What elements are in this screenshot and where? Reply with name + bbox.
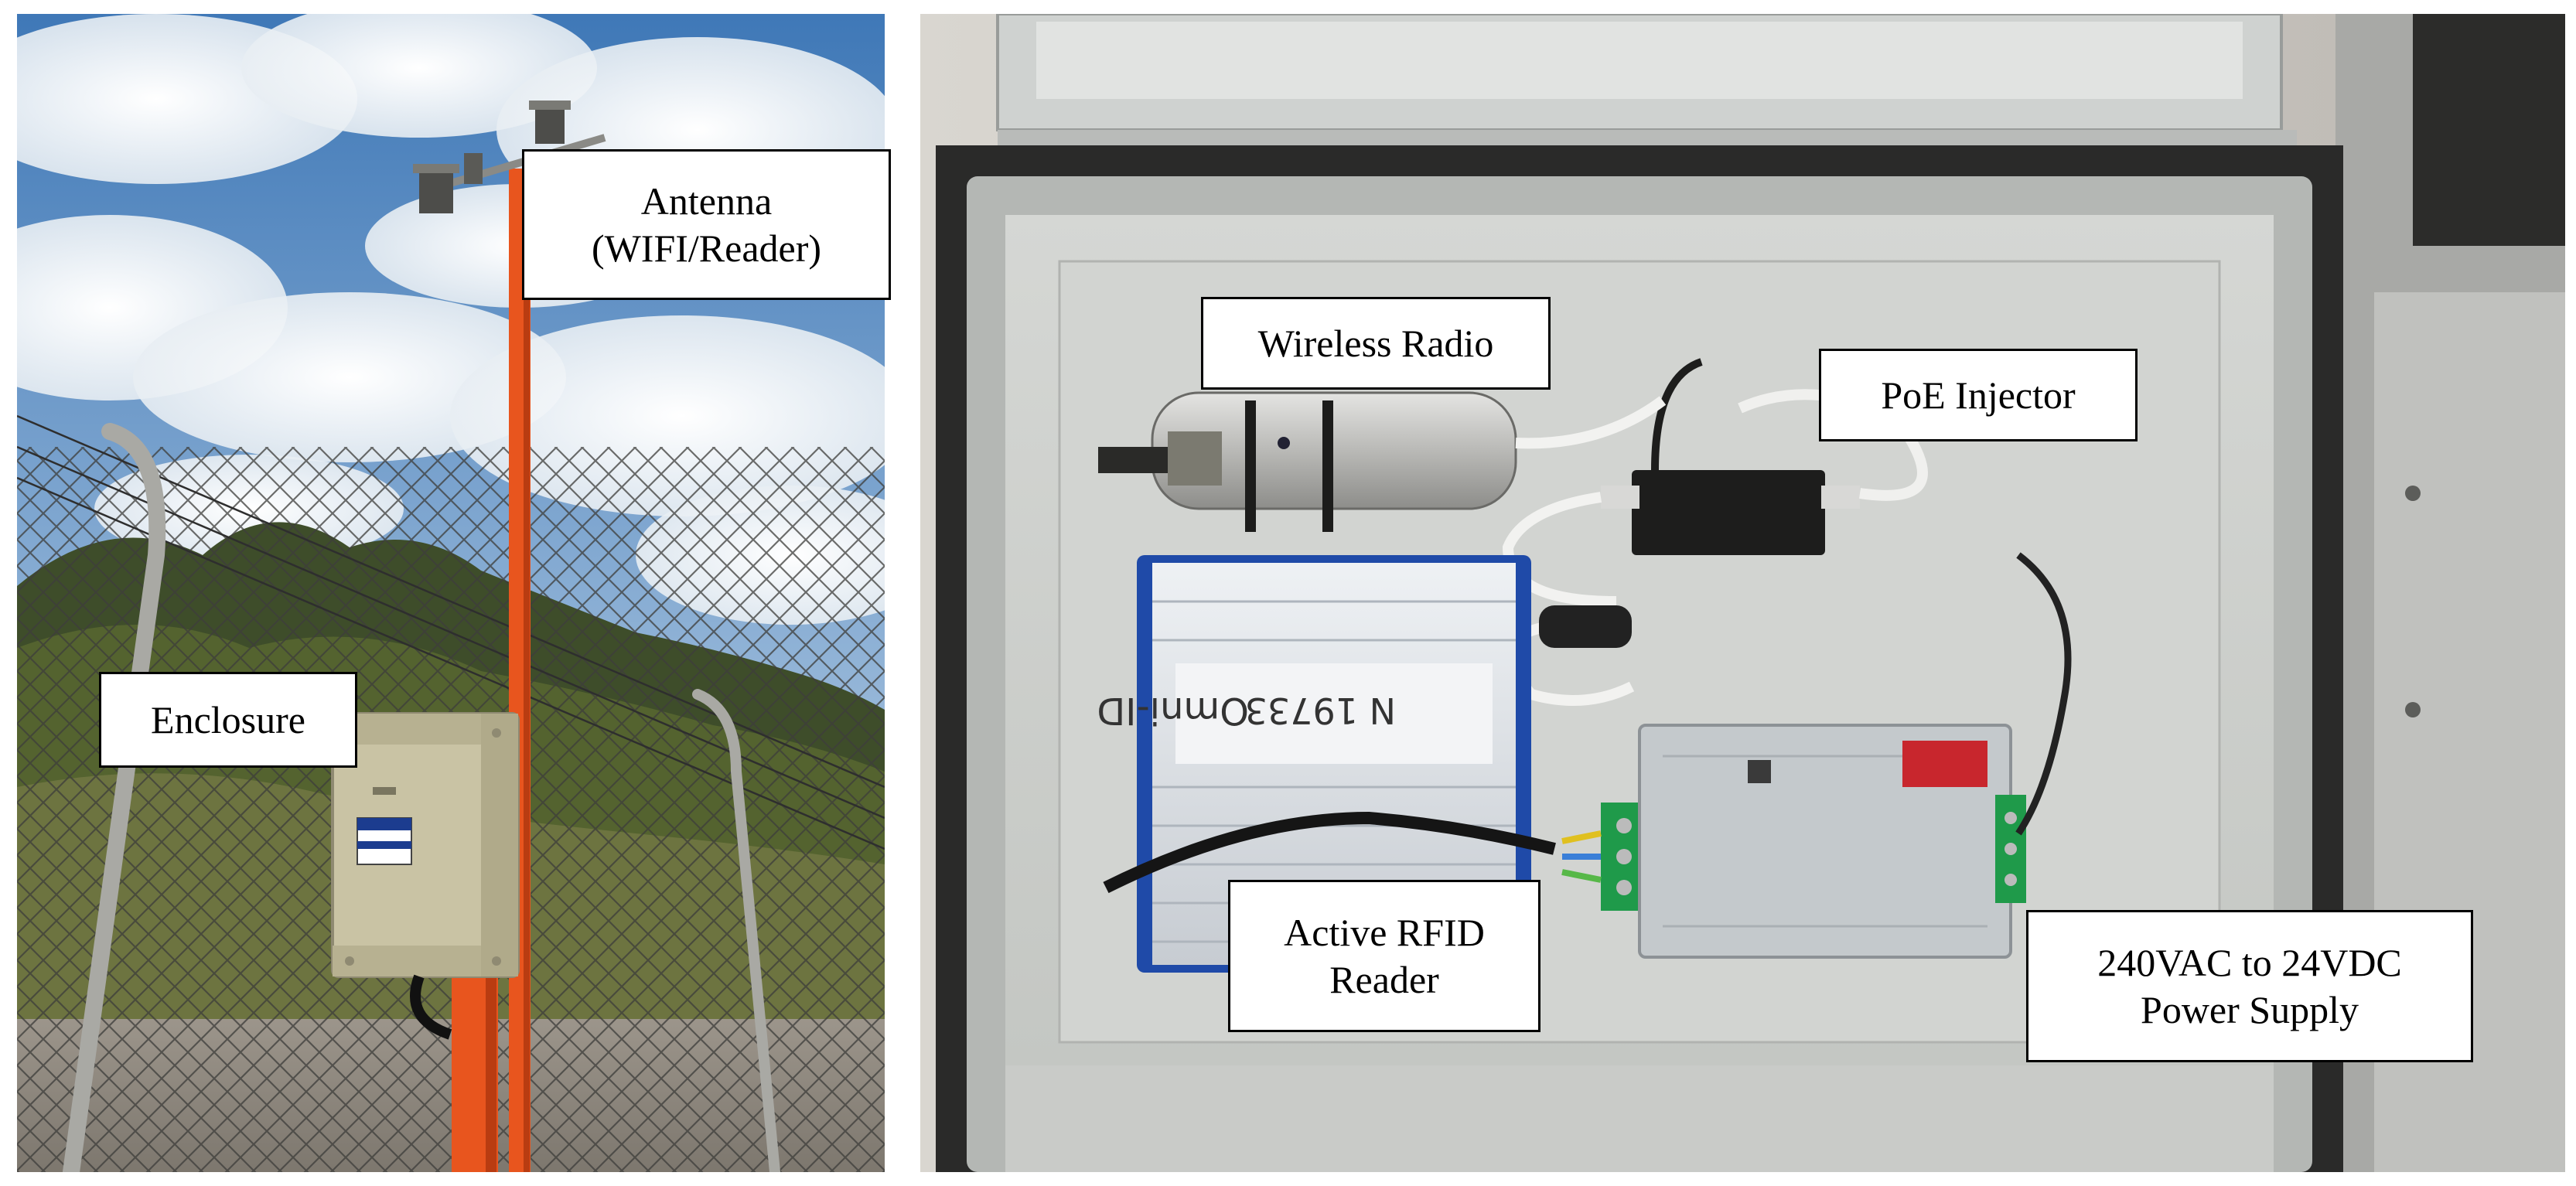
antenna-cable [1103, 811, 1556, 894]
antenna-label-line-1: Antenna [640, 179, 773, 223]
enclosure-label-line-1: Enclosure [151, 697, 305, 741]
power-supply-label: 240VAC to 24VDC Power Supply [2026, 910, 2473, 1062]
fence-posts [63, 423, 780, 1172]
enclosure-interior-photo: N 19733 Omni-ID [920, 14, 2565, 1172]
rfid-reader-label-line-1: Active RFID [1284, 910, 1485, 954]
wireless-radio-label-line-1: Wireless Radio [1257, 321, 1494, 365]
rfid-reader-label: Active RFID Reader [1228, 880, 1540, 1032]
reader-serial-text: N 19733 [1245, 690, 1396, 731]
poe-injector-label-line-1: PoE Injector [1881, 373, 2076, 417]
power-cable [2015, 552, 2072, 836]
power-supply-label-line-2: Power Supply [2141, 987, 2359, 1031]
antenna-label: Antenna (WIFI/Reader) [522, 149, 891, 300]
antenna-label-line-2: (WIFI/Reader) [591, 226, 822, 270]
enclosure-label: Enclosure [99, 672, 357, 768]
enclosure-box [331, 712, 520, 1040]
power-supply-unit [1638, 724, 2026, 959]
wireless-radio-label: Wireless Radio [1201, 297, 1551, 390]
reader-brand-text: Omni-ID [1097, 689, 1249, 732]
rfid-reader-label-line-2: Reader [1329, 957, 1439, 1001]
enclosure-interior-drawing: N 19733 Omni-ID [920, 14, 2565, 1172]
orange-pole [452, 169, 531, 1172]
antenna-mount [413, 101, 606, 213]
power-supply-label-line-1: 240VAC to 24VDC [2097, 940, 2402, 984]
poe-injector-label: PoE Injector [1819, 349, 2138, 441]
wireless-radio-unit [1098, 391, 1517, 532]
